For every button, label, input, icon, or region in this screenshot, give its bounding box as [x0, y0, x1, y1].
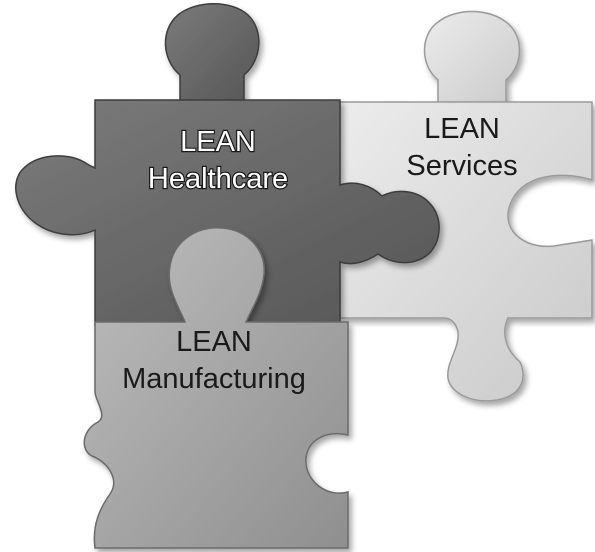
healthcare-label-line2: Healthcare: [148, 163, 288, 195]
manufacturing-label-line1: LEAN: [176, 326, 252, 358]
puzzle-piece-manufacturing: [83, 227, 349, 549]
manufacturing-label-line2: Manufacturing: [122, 363, 306, 395]
services-label-line1: LEAN: [424, 113, 500, 145]
healthcare-label-line1: LEAN: [180, 126, 256, 158]
puzzle-piece-top-right: [423, 10, 521, 111]
puzzle-piece-healthcare: [15, 99, 440, 326]
services-label-line2: Services: [406, 150, 517, 182]
puzzle-piece-top-left: [164, 3, 260, 106]
puzzle-piece-services: [339, 101, 593, 402]
